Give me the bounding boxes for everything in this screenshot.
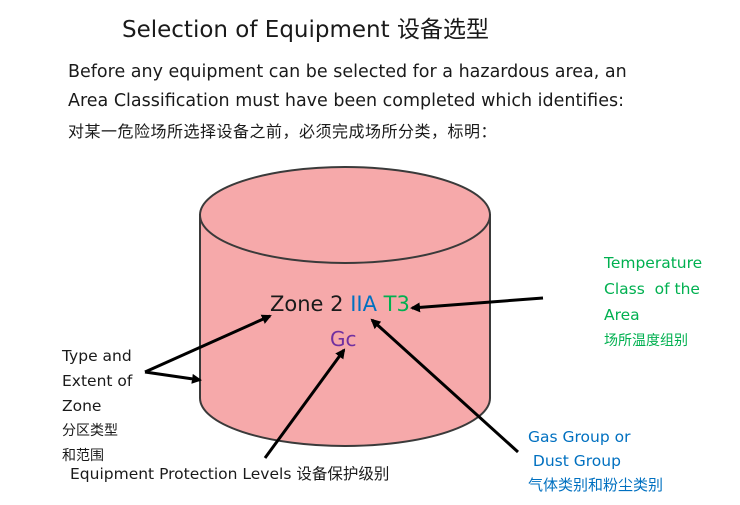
gas-group-text: IIA — [350, 292, 377, 316]
equipment-marking: Zone 2 IIA T3 — [270, 292, 410, 316]
temp-class-text: T3 — [383, 292, 410, 316]
temperature-line: Area — [604, 306, 640, 324]
gas-group-line: Dust Group — [528, 452, 621, 470]
arrow-type-to-zone — [144, 314, 272, 374]
type-zone-line: Type and — [62, 347, 132, 365]
cylinder-top — [199, 166, 491, 264]
arrow-type-to-cylinder — [144, 370, 202, 384]
intro-line-2: Area Classification must have been compl… — [68, 91, 624, 111]
intro-line-3: 对某一危险场所选择设备之前，必须完成场所分类，标明： — [68, 122, 498, 141]
type-zone-line: Extent of — [62, 372, 133, 390]
intro-line-1: Before any equipment can be selected for… — [68, 62, 627, 82]
arrow-gas-to-iia — [370, 318, 520, 454]
gas-group-cn: 气体类别和粉尘类别 — [528, 476, 664, 494]
page-title: Selection of Equipment 设备选型 — [122, 17, 489, 43]
type-zone-cn-line: 分区类型 — [62, 423, 118, 439]
epl-text: Gc — [330, 327, 357, 351]
temperature-line: Class of the — [604, 280, 700, 298]
gas-group-label: Gas Group or Dust Group 气体类别和粉尘类别 — [528, 425, 663, 497]
zone-text: Zone 2 — [270, 292, 344, 316]
temperature-cn: 场所温度组别 — [604, 333, 688, 349]
temperature-class-label: Temperature Class of the Area 场所温度组别 — [604, 250, 702, 354]
arrow-epl-to-gc — [263, 348, 346, 459]
epl-label: Equipment Protection Levels 设备保护级别 — [70, 465, 390, 483]
type-zone-cn-line: 和范围 — [62, 448, 104, 464]
type-zone-label: Type and Extent of Zone 分区类型 和范围 — [62, 344, 132, 469]
arrow-temp-to-t3 — [410, 296, 544, 313]
type-zone-line: Zone — [62, 397, 102, 415]
temperature-line: Temperature — [604, 254, 703, 272]
gas-group-line: Gas Group or — [528, 428, 631, 446]
